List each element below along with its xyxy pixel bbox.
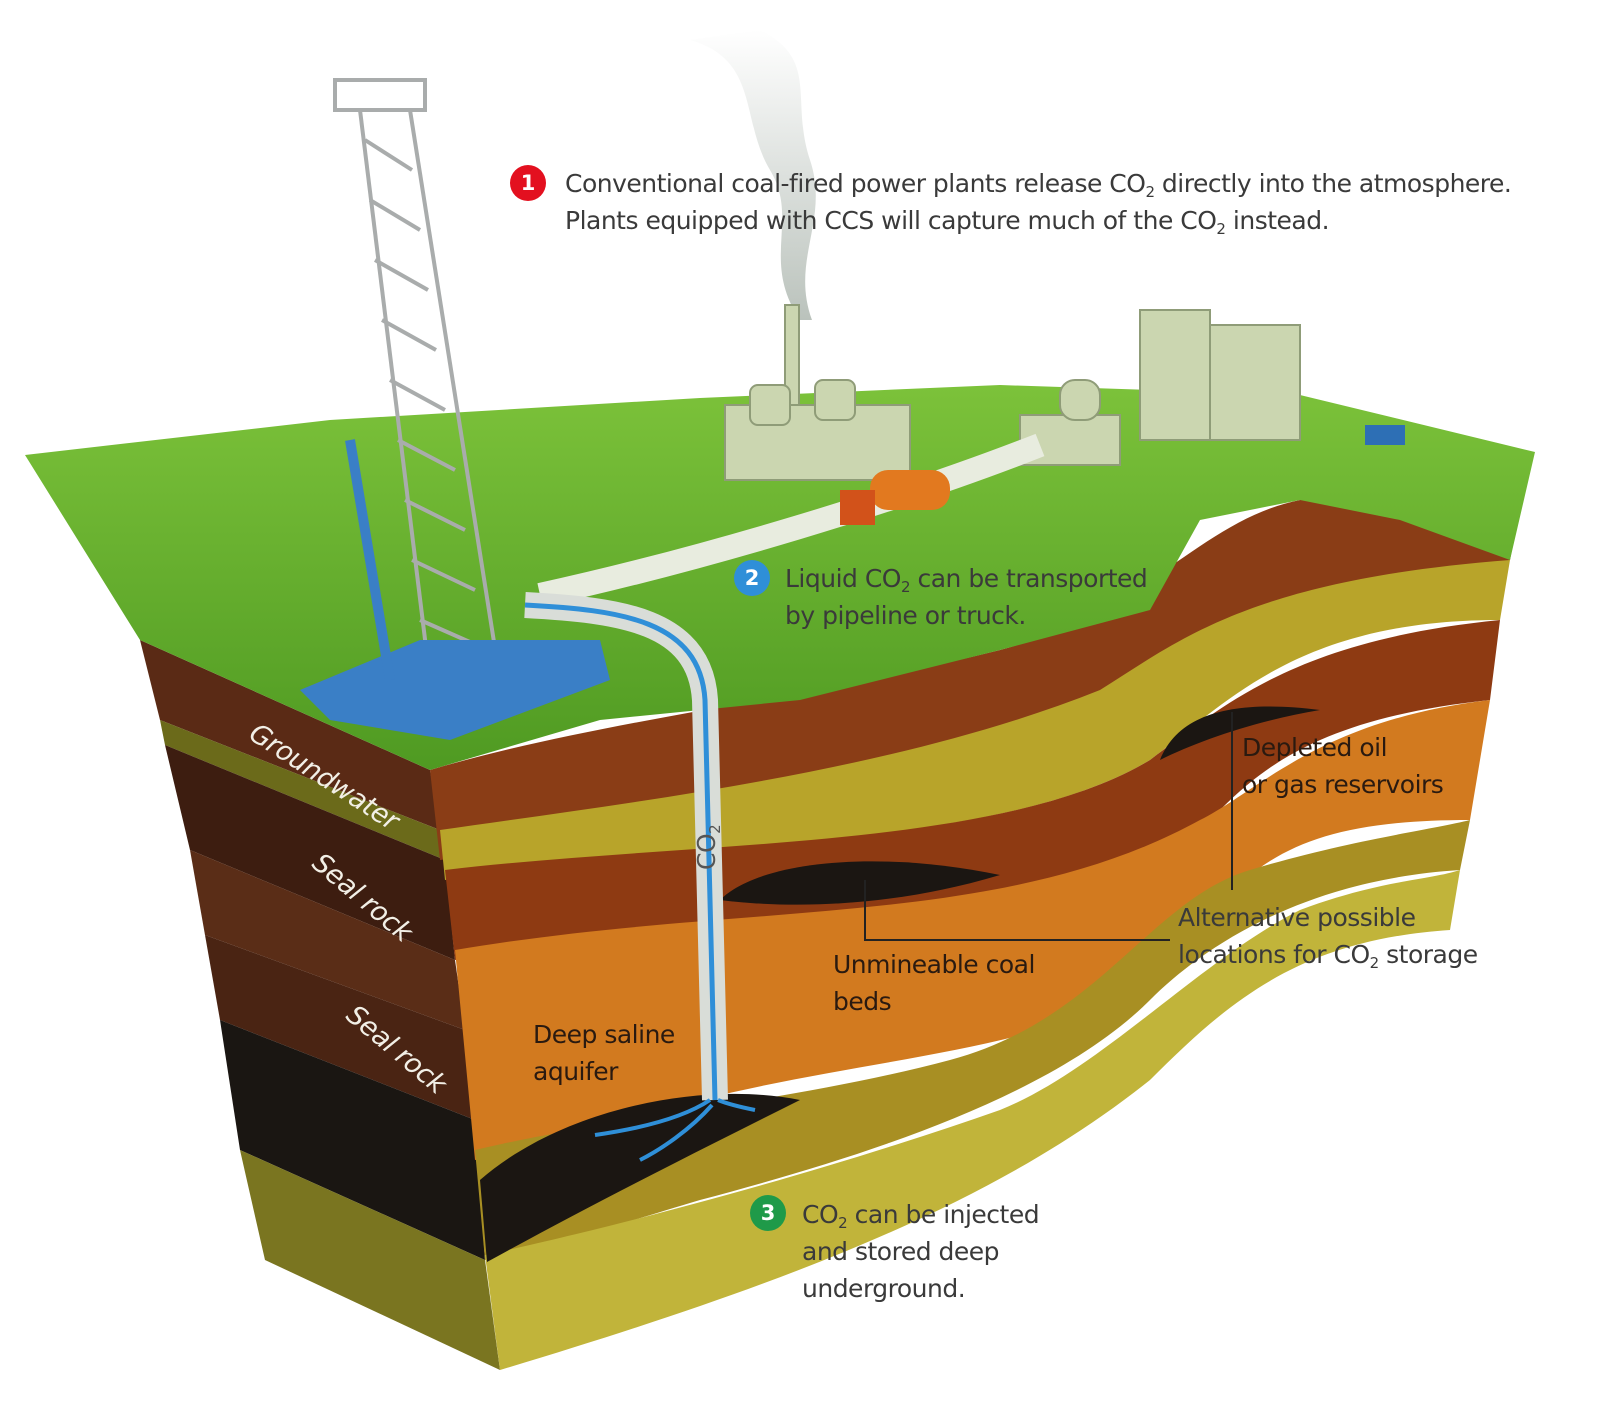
- aquifer-label-1: Deep saline: [533, 1020, 675, 1049]
- text: directly into the atmosphere.: [1154, 169, 1512, 198]
- subscript: 2: [1369, 954, 1380, 972]
- text: CO: [692, 833, 721, 870]
- subscript: 2: [838, 1214, 848, 1232]
- oil-gas-reservoir: [1160, 706, 1320, 760]
- text: Plants equipped with CCS will capture mu…: [565, 206, 1217, 235]
- callout-1-marker: 1: [510, 165, 546, 201]
- callout-1-line-2: Plants equipped with CCS will capture mu…: [565, 202, 1330, 239]
- text: can be injected: [847, 1200, 1040, 1229]
- power-plant: [724, 304, 1301, 481]
- callout-3-number: 3: [760, 1201, 776, 1225]
- pipeline: [537, 433, 1045, 607]
- coal-beds-label-2: beds: [833, 987, 892, 1016]
- depleted-reservoirs-label-2: or gas reservoirs: [1242, 770, 1444, 799]
- alternative-locations-label-2: locations for CO2 storage: [1178, 936, 1478, 973]
- smoke-plume: [690, 30, 816, 320]
- text: locations for CO: [1178, 940, 1370, 969]
- coal-beds-label-1: Unmineable coal: [833, 950, 1035, 979]
- text: instead.: [1225, 206, 1330, 235]
- callout-1-line-1: Conventional coal-fired power plants rel…: [565, 165, 1512, 202]
- subscript: 2: [706, 824, 724, 834]
- callout-3-marker: 3: [750, 1195, 786, 1231]
- text: Liquid CO: [785, 564, 901, 593]
- tanker-truck: [840, 470, 950, 525]
- aquifer-label-2: aquifer: [533, 1057, 618, 1086]
- callout-2-line-1: Liquid CO2 can be transported: [785, 560, 1148, 597]
- callout-3-line-2: and stored deep: [802, 1237, 1000, 1266]
- callout-2-number: 2: [744, 566, 760, 590]
- callout-3-line-3: underground.: [802, 1274, 966, 1303]
- callout-3-line-1: CO2 can be injected: [802, 1196, 1040, 1233]
- alternative-locations-label-1: Alternative possible: [1178, 903, 1416, 932]
- subscript: 2: [1216, 220, 1226, 238]
- drilling-rig: [333, 78, 502, 681]
- subscript: 2: [900, 578, 911, 596]
- pipe-co2-label: CO2: [688, 825, 725, 870]
- text: storage: [1378, 940, 1478, 969]
- injection-arrows: [594, 1098, 756, 1162]
- coal-bed: [720, 861, 1000, 905]
- pump-arm: [345, 439, 395, 681]
- left-face: [140, 640, 500, 1370]
- rig-platform: [300, 640, 610, 740]
- text: can be transported: [910, 564, 1148, 593]
- text: CO: [802, 1200, 839, 1229]
- aquifer-black: [480, 1093, 800, 1262]
- callout-2-marker: 2: [734, 560, 770, 596]
- callout-2-line-2: by pipeline or truck.: [785, 601, 1026, 630]
- text: Conventional coal-fired power plants rel…: [565, 169, 1146, 198]
- callout-1-number: 1: [520, 171, 536, 195]
- equipment-box: [1365, 425, 1405, 445]
- depleted-reservoirs-label-1: Depleted oil: [1242, 733, 1388, 762]
- subscript: 2: [1145, 183, 1155, 201]
- leader-lines: [864, 712, 1233, 941]
